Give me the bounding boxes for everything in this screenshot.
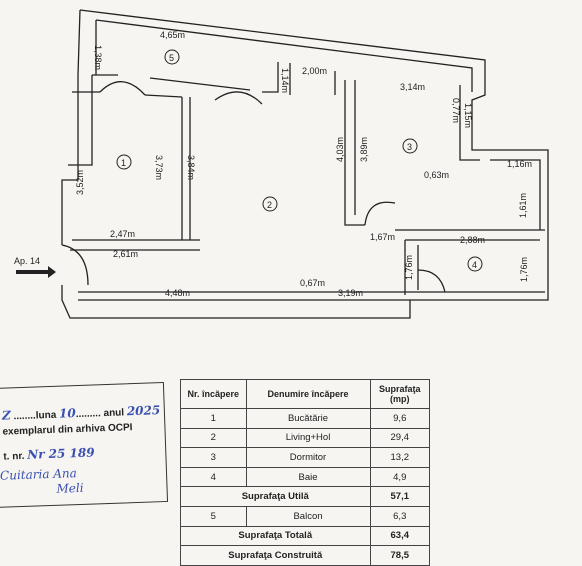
room-marker xyxy=(116,154,132,170)
built-value: 78,5 xyxy=(369,545,430,566)
dim-label: 0,63m xyxy=(424,170,449,180)
total-value: 63,4 xyxy=(369,525,430,547)
dim-label: 3,14m xyxy=(400,82,425,92)
cell-name: Dormitor xyxy=(245,447,371,468)
table-row: 5 Balcon 6,3 xyxy=(180,505,430,527)
room-number: 4 xyxy=(472,260,477,270)
cell-area: 6,3 xyxy=(369,505,430,527)
dim-label: 4,03m xyxy=(335,137,345,162)
room-number: 2 xyxy=(267,200,272,210)
util-row: Suprafaţa Utilă 57,1 xyxy=(180,486,430,507)
room-area-table: Nr. încăpere Denumire încăpere Suprafaţa… xyxy=(180,379,430,566)
stamp-number-line: t. nr. Nr 25 189 xyxy=(3,445,95,463)
cell-area: 29,4 xyxy=(369,427,430,449)
dim-label: 3,84m xyxy=(186,155,196,180)
cell-name: Living+Hol xyxy=(245,427,371,449)
dim-label: 1,67m xyxy=(370,232,395,242)
room-number: 1 xyxy=(121,158,126,168)
stamp-date-line: Z ........luna 10......... anul 2025 xyxy=(1,403,161,423)
entry-label: Ap. 14 xyxy=(14,256,40,266)
room-number: 5 xyxy=(169,53,174,63)
col-header-nr: Nr. încăpere xyxy=(180,379,247,409)
door-arc xyxy=(214,91,263,105)
room-marker xyxy=(164,49,180,65)
table-row: 4 Baie 4,9 xyxy=(180,466,430,488)
room3-wall xyxy=(344,80,545,231)
cell-area: 13,2 xyxy=(369,447,430,468)
door-arc xyxy=(61,244,89,286)
dim-label: 4,48m xyxy=(165,288,190,298)
cell-nr: 1 xyxy=(180,408,247,429)
built-row: Suprafaţa Construită 78,5 xyxy=(180,545,430,566)
cell-area: 4,9 xyxy=(369,466,430,488)
dim-label: 3,73m xyxy=(154,155,164,180)
room-number: 3 xyxy=(407,142,412,152)
dim-label: 2,00m xyxy=(302,66,327,76)
cell-name: Balcon xyxy=(245,505,371,527)
cell-area: 9,6 xyxy=(369,408,430,429)
outer-wall-inner xyxy=(68,19,473,166)
room-marker xyxy=(467,256,483,272)
dim-label: 1,14m xyxy=(280,68,290,93)
cell-name: Bucătărie xyxy=(245,408,371,429)
stamp-archive-line: exemplarul din arhiva OCPI xyxy=(2,422,133,438)
total-row: Suprafaţa Totală 63,4 xyxy=(180,525,430,547)
ocpi-stamp: Z ........luna 10......... anul 2025 exe… xyxy=(0,382,169,508)
door-arc xyxy=(364,201,396,226)
total-label: Suprafaţa Totală xyxy=(180,525,371,547)
room-marker xyxy=(262,196,278,212)
dim-label: 1,76m xyxy=(404,255,414,280)
built-label: Suprafaţa Construită xyxy=(180,545,371,566)
cell-nr: 3 xyxy=(180,447,247,468)
dim-label: 2,88m xyxy=(460,235,485,245)
dim-label: 1,76m xyxy=(519,257,529,282)
dim-label: 3,89m xyxy=(359,137,369,162)
dim-label: 1,61m xyxy=(518,193,528,218)
room1-wall xyxy=(70,91,200,251)
col-header-area: Suprafaţa (mp) xyxy=(369,379,430,409)
room4-wall xyxy=(404,239,545,295)
cell-nr: 5 xyxy=(180,505,247,527)
table-row: 1 Bucătărie 9,6 xyxy=(180,408,430,429)
door-arc xyxy=(99,81,146,96)
col-header-name: Denumire încăpere xyxy=(245,379,371,409)
door-arc xyxy=(417,269,446,293)
cell-nr: 4 xyxy=(180,466,247,488)
cell-nr: 2 xyxy=(180,427,247,449)
dim-label: 1,15m xyxy=(463,103,473,128)
dim-label: 0,77m xyxy=(451,98,461,123)
outer-wall xyxy=(61,9,549,319)
entry-arrow-icon xyxy=(16,266,56,278)
dim-label: 2,61m xyxy=(113,249,138,259)
stamp-handwriting: Cuitaria Ana xyxy=(0,466,78,483)
stamp-handwriting: Meli xyxy=(56,480,84,496)
bottom-wall xyxy=(78,291,410,301)
dim-label: 2,47m xyxy=(110,229,135,239)
cell-name: Baie xyxy=(245,466,371,488)
dim-label: 0,67m xyxy=(300,278,325,288)
util-value: 57,1 xyxy=(369,486,430,507)
dim-label: 1,38m xyxy=(93,45,103,70)
util-label: Suprafaţa Utilă xyxy=(180,486,371,507)
table-row: 3 Dormitor 13,2 xyxy=(180,447,430,468)
dim-label: 3,19m xyxy=(338,288,363,298)
table-row: 2 Living+Hol 29,4 xyxy=(180,427,430,449)
dim-label: 3,52m xyxy=(75,170,85,195)
dim-label: 4,65m xyxy=(160,30,185,40)
room-marker xyxy=(402,138,418,154)
dim-label: 1,16m xyxy=(507,159,532,169)
balcony-wall xyxy=(92,20,336,95)
floor-plan: 4,65m 1,38m 2,00m 1,14m 3,14m 0,77m 1,15… xyxy=(14,9,549,319)
